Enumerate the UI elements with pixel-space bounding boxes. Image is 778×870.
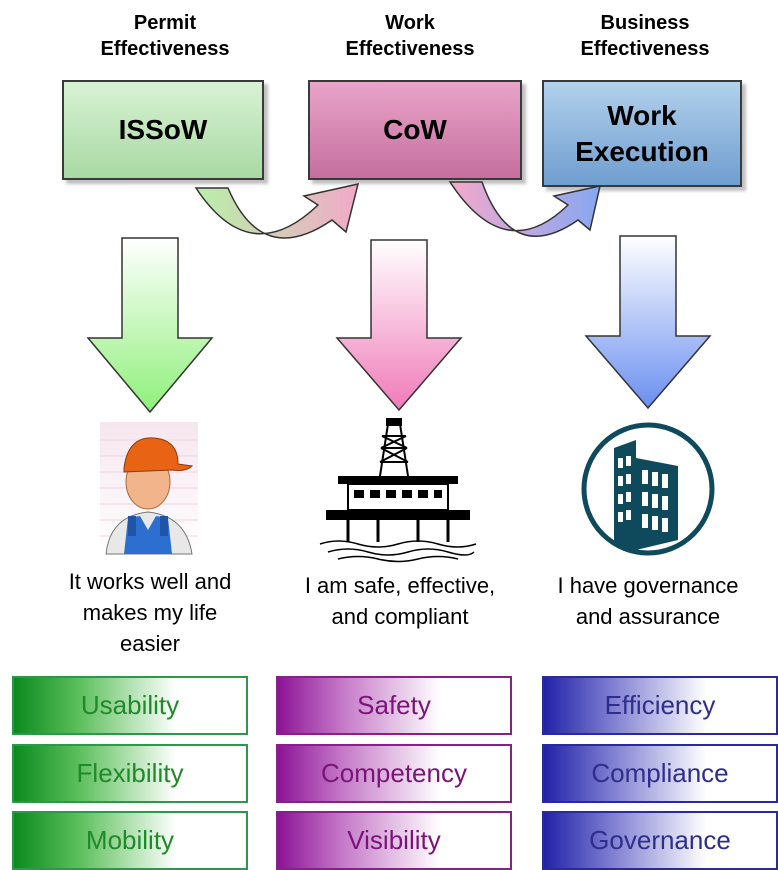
curved-arrow-issow-to-cow [194,183,360,239]
statement-rig: I am safe, effective, and compliant [280,570,520,632]
header-permit-effectiveness: Permit Effectiveness [70,10,260,62]
statement-worker: It works well and makes my life easier [30,566,270,659]
attribute-label: Efficiency [604,690,716,720]
header-line: Permit [133,12,197,34]
attribute-mobility: Mobility [12,811,248,870]
work-execution-box: Work Execution [542,80,742,187]
header-line: Business [600,12,690,34]
cow-box: CoW [308,80,522,180]
header-business-effectiveness: Business Effectiveness [550,10,740,62]
attribute-label: Visibility [347,825,441,855]
issow-box: ISSoW [62,80,264,180]
statement-line: It works well and [68,569,232,594]
header-line: Effectiveness [345,38,475,60]
attribute-compliance: Compliance [542,744,778,803]
attribute-efficiency: Efficiency [542,676,778,735]
header-line: Effectiveness [100,38,230,60]
header-work-effectiveness: Work Effectiveness [315,10,505,62]
attribute-label: Usability [80,690,180,720]
curved-arrow-cow-to-work-execution [448,181,601,237]
attribute-label: Flexibility [76,758,184,788]
attribute-governance: Governance [542,811,778,870]
connector-arrows [194,181,601,239]
attribute-label: Compliance [591,758,729,788]
box-label-line: Execution [575,135,709,167]
statement-line: easier [120,631,180,656]
statement-line: and assurance [575,604,721,629]
box-label-line: CoW [383,114,447,145]
statement-line: I am safe, effective, [304,573,496,598]
down-arrows [86,235,712,414]
down-arrow-blue [584,235,712,410]
attribute-visibility: Visibility [276,811,512,870]
worker-icon [100,422,198,555]
box-label-line: Work [607,99,677,131]
attribute-label: Governance [589,825,731,855]
attribute-usability: Usability [12,676,248,735]
statement-line: makes my life [82,600,218,625]
attribute-flexibility: Flexibility [12,744,248,803]
attribute-label: Safety [357,690,431,720]
header-line: Work [385,12,435,34]
header-line: Effectiveness [580,38,710,60]
down-arrow-pink [335,239,463,412]
box-label-line: ISSoW [118,114,208,145]
attribute-safety: Safety [276,676,512,735]
statement-line: I have governance [557,573,739,598]
statement-building: I have governance and assurance [528,570,768,632]
attribute-label: Mobility [85,825,175,855]
building-icon [581,422,715,556]
down-arrow-green [86,237,214,414]
attribute-label: Competency [321,758,467,788]
attribute-competency: Competency [276,744,512,803]
statement-line: and compliant [331,604,469,629]
oil-rig-icon [319,418,477,563]
